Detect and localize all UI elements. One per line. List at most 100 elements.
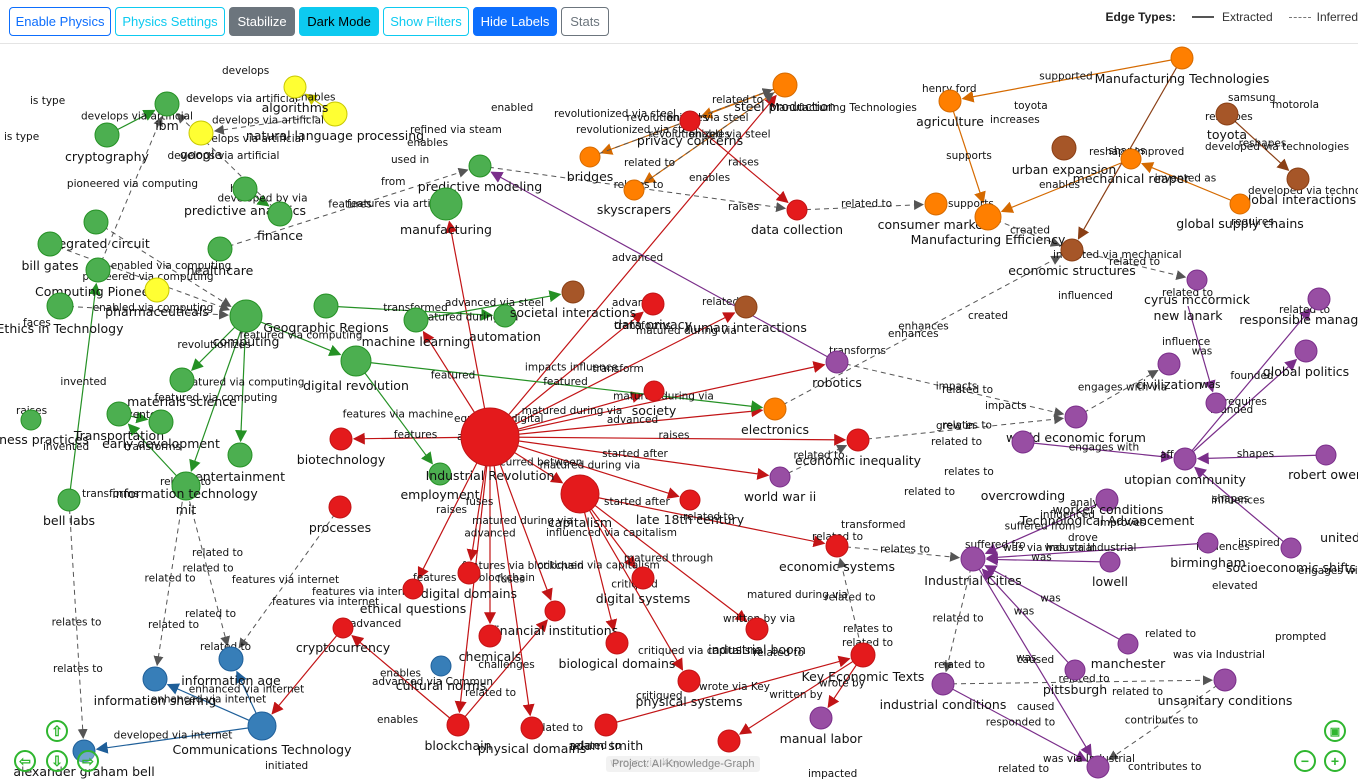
node-circle[interactable] (825, 350, 849, 374)
graph-node-responsible-mgmt[interactable]: responsible management (1239, 287, 1358, 327)
node-circle[interactable] (931, 672, 955, 696)
graph-node-capitalism[interactable]: capitalism (548, 474, 612, 530)
graph-node-overcrowding[interactable]: overcrowding (981, 488, 1065, 503)
node-circle[interactable] (1280, 537, 1302, 559)
graph-node-global-supply-chains[interactable]: global supply chains (1176, 193, 1304, 231)
node-circle[interactable] (1060, 238, 1084, 262)
graph-node-predictive-modeling[interactable]: predictive modeling (418, 154, 542, 194)
graph-node-mit[interactable]: mit (171, 471, 201, 517)
node-circle[interactable] (468, 154, 492, 178)
node-circle[interactable] (786, 199, 808, 221)
pan-up-button[interactable]: ⇧ (46, 720, 68, 742)
graph-node-digital-revolution[interactable]: digital revolution (303, 345, 409, 393)
graph-node-bottom-purple[interactable] (1086, 755, 1110, 779)
graph-edge[interactable] (489, 436, 680, 499)
graph-node-information-sharing[interactable]: information sharing (94, 666, 217, 708)
graph-node-privacy-concerns[interactable]: privacy concerns (637, 110, 743, 148)
node-circle[interactable] (605, 631, 629, 655)
graph-node-integrated-circuit[interactable]: integrated circuit (42, 209, 150, 251)
graph-edge[interactable] (972, 558, 1092, 757)
node-circle[interactable] (960, 546, 986, 572)
graph-node-biological-domains[interactable]: biological domains (559, 631, 676, 671)
node-circle[interactable] (428, 462, 452, 486)
node-circle[interactable] (46, 292, 74, 320)
node-circle[interactable] (643, 380, 665, 402)
graph-node-cultural-norms[interactable]: cultural norms (396, 655, 487, 693)
graph-node-economic-systems[interactable]: economic systems (779, 534, 895, 574)
graph-edge[interactable] (779, 444, 848, 478)
node-circle[interactable] (1186, 269, 1208, 291)
pan-left-button[interactable]: ⇦ (14, 750, 36, 772)
graph-node-manufacturing[interactable]: manufacturing (400, 187, 492, 237)
graph-edge[interactable] (942, 683, 1088, 762)
graph-edge[interactable] (836, 545, 961, 562)
graph-edge[interactable] (984, 565, 1129, 645)
graph-node-societal-interactions[interactable]: societal interactions (510, 280, 636, 320)
graph-edge[interactable] (984, 499, 1108, 555)
graph-edge[interactable] (981, 568, 1076, 671)
node-circle[interactable] (850, 642, 876, 668)
graph-edge[interactable] (355, 360, 433, 465)
graph-edge[interactable] (1196, 452, 1327, 465)
graph-node-overcrowd-node[interactable] (1011, 430, 1035, 454)
graph-node-industrial-cities[interactable]: Industrial Cities (924, 546, 1022, 588)
graph-node-toyota[interactable]: toyota (1207, 102, 1247, 142)
graph-edge[interactable] (153, 483, 186, 667)
dark-mode-button[interactable]: Dark Mode (299, 7, 379, 36)
graph-node-mechanical-reaper[interactable]: mechanical reaper (1073, 148, 1191, 186)
graph-node-transportation[interactable]: Transportation (73, 401, 164, 443)
node-circle[interactable] (142, 666, 168, 692)
node-circle[interactable] (85, 257, 111, 283)
node-circle[interactable] (329, 427, 353, 451)
node-circle[interactable] (232, 176, 258, 202)
node-circle[interactable] (148, 409, 174, 435)
node-circle[interactable] (171, 471, 201, 501)
graph-node-manchester[interactable]: manchester (1091, 633, 1166, 671)
graph-edge[interactable] (579, 493, 684, 671)
node-circle[interactable] (1215, 102, 1239, 126)
graph-edge[interactable] (1184, 308, 1312, 460)
node-circle[interactable] (188, 120, 214, 146)
node-circle[interactable] (1064, 659, 1086, 681)
node-circle[interactable] (1229, 193, 1251, 215)
node-circle[interactable] (1051, 135, 1077, 161)
graph-edge[interactable] (213, 113, 336, 135)
graph-node-business-practices[interactable]: business practices (0, 409, 89, 447)
graph-node-pittsburgh[interactable]: pittsburgh (1043, 659, 1107, 697)
node-circle[interactable] (207, 236, 233, 262)
graph-node-industrial-revolution[interactable]: Industrial Revolution (426, 407, 555, 483)
node-circle[interactable] (809, 706, 833, 730)
pan-down-button[interactable]: ⇩ (46, 750, 68, 772)
node-circle[interactable] (20, 409, 42, 431)
graph-edge[interactable] (415, 290, 562, 321)
graph-node-financial-institutions[interactable]: financial institutions (492, 600, 618, 638)
node-circle[interactable] (1197, 532, 1219, 554)
graph-node-manufacturing-efficiency[interactable]: Manufacturing Efficiency (911, 203, 1066, 247)
graph-edge[interactable] (489, 312, 736, 438)
node-circle[interactable] (579, 146, 601, 168)
graph-node-finance[interactable]: finance (257, 201, 303, 243)
physics-settings-button[interactable]: Physics Settings (115, 7, 225, 36)
graph-node-manufacturing-tech[interactable]: Manufacturing Technologies (1095, 46, 1270, 86)
node-circle[interactable] (493, 304, 517, 328)
graph-node-wef[interactable]: world economic forum (1006, 405, 1146, 445)
hide-labels-button[interactable]: Hide Labels (473, 7, 557, 36)
node-circle[interactable] (1095, 488, 1119, 512)
node-circle[interactable] (544, 600, 566, 622)
node-circle[interactable] (745, 617, 769, 641)
node-circle[interactable] (1086, 755, 1110, 779)
graph-node-industrial-boom[interactable]: industrial boom (708, 617, 806, 657)
graph-edge[interactable] (836, 361, 1065, 417)
graph-edge[interactable] (68, 282, 101, 501)
graph-node-biotechnology[interactable]: biotechnology (297, 427, 386, 467)
graph-edge[interactable] (445, 220, 491, 438)
graph-edge[interactable] (95, 725, 263, 754)
graph-edge[interactable] (245, 315, 342, 357)
node-circle[interactable] (457, 561, 481, 585)
graph-node-economic-structures[interactable]: economic structures (1008, 238, 1136, 278)
graph-node-automation[interactable]: automation (469, 304, 541, 344)
node-circle[interactable] (340, 345, 372, 377)
graph-node-manual-labor[interactable]: manual labor (780, 706, 864, 746)
